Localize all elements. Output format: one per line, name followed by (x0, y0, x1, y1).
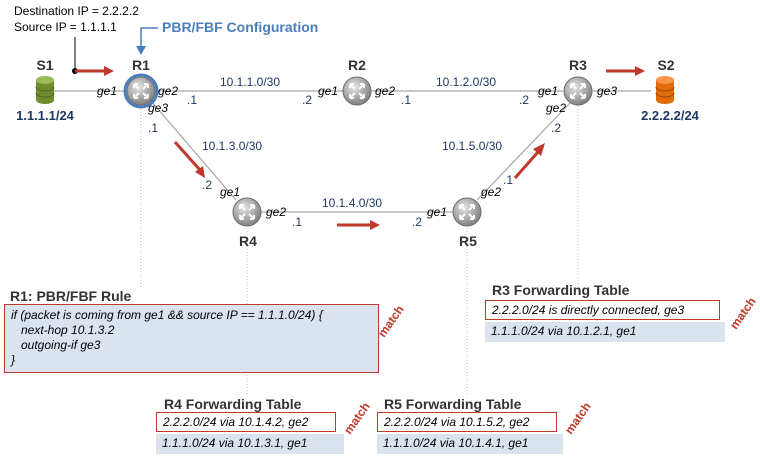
router-icon (563, 76, 593, 106)
rule-match-label: match (375, 303, 407, 340)
destination-ip-label: Destination IP = 2.2.2.2 (14, 4, 139, 18)
r4-table-title: R4 Forwarding Table (164, 396, 302, 412)
dotted-guides (140, 106, 579, 395)
links (54, 90, 651, 213)
host-s1-name: S1 (36, 57, 53, 73)
source-ip-label: Source IP = 1.1.1.1 (14, 20, 117, 34)
addr-r4-ge1: .2 (202, 178, 212, 192)
pbr-highlight-ring (123, 73, 159, 109)
table-row: 1.1.1.0/24 via 10.1.3.1, ge1 (156, 434, 344, 454)
router-icon (232, 197, 262, 227)
traffic-arrow-r5-r3 (513, 143, 545, 179)
table-row: 2.2.2.0/24 via 10.1.4.2, ge2 (156, 412, 336, 432)
table-row: 1.1.1.0/24 via 10.1.4.1, ge1 (377, 434, 563, 454)
subnet-r1-r4: 10.1.3.0/30 (202, 139, 262, 153)
info-pointer (72, 37, 78, 74)
host-s1: S1 1.1.1.1/24 (16, 57, 75, 123)
rule-line: if (packet is coming from ge1 && source … (11, 308, 323, 322)
addr-r3-ge1: .2 (519, 93, 529, 107)
traffic-arrows (75, 66, 645, 230)
subnet-r4-r5: 10.1.4.0/30 (322, 196, 382, 210)
r4-match-label: match (341, 400, 373, 437)
iface-r4-ge1: ge1 (220, 185, 240, 199)
iface-r2-ge2: ge2 (375, 84, 395, 98)
router-r4: R4 (232, 197, 262, 249)
r5-match-label: match (562, 400, 594, 437)
host-s2-name: S2 (657, 57, 674, 73)
table-row: 1.1.1.0/24 via 10.1.2.1, ge1 (485, 322, 725, 342)
rule-line: next-hop 10.1.3.2 (11, 323, 115, 337)
router-r1-name: R1 (132, 57, 150, 73)
traffic-arrow-s1-r1 (75, 66, 114, 76)
router-icon (342, 76, 372, 106)
router-r3: R3 (563, 57, 593, 106)
table-row: 2.2.2.0/24 is directly connected, ge3 (485, 300, 720, 320)
traffic-arrow-r4-r5 (337, 220, 380, 230)
iface-r1-ge3: ge3 (148, 101, 168, 115)
pbr-config-label: PBR/FBF Configuration (162, 19, 318, 35)
pbr-rule-title: R1: PBR/FBF Rule (10, 288, 132, 304)
iface-r3-ge3: ge3 (597, 84, 617, 98)
iface-r4-ge2: ge2 (266, 205, 286, 219)
addr-r1-ge2: .1 (187, 93, 197, 107)
addr-r2-ge2: .1 (401, 93, 411, 107)
router-r2: R2 (342, 57, 372, 106)
addr-r3-ge2: .2 (551, 121, 561, 135)
iface-r5-ge1: ge1 (427, 205, 447, 219)
rule-line: outgoing-if ge3 (11, 338, 101, 352)
iface-r2-ge1: ge1 (318, 84, 338, 98)
router-icon (452, 197, 482, 227)
r3-table-title: R3 Forwarding Table (492, 282, 630, 298)
addr-r2-ge1: .2 (302, 93, 312, 107)
r5-table-title: R5 Forwarding Table (384, 396, 522, 412)
traffic-arrow-r1-r4 (173, 141, 205, 178)
addr-r5-ge2: .1 (503, 173, 513, 187)
link-r1-r4 (150, 100, 237, 201)
iface-r3-ge2: ge2 (546, 101, 566, 115)
router-r5-name: R5 (459, 233, 477, 249)
r3-match-label: match (727, 295, 759, 332)
host-s2-ip: 2.2.2.2/24 (641, 108, 700, 123)
pbr-pointer-arrow (136, 27, 158, 55)
database-icon (655, 76, 675, 104)
addr-r5-ge1: .2 (412, 215, 422, 229)
table-row: 2.2.2.0/24 via 10.1.5.2, ge2 (377, 412, 557, 432)
addr-r1-ge3: .1 (148, 121, 158, 135)
database-icon (35, 76, 55, 104)
subnet-r1-r2: 10.1.1.0/30 (220, 75, 280, 89)
link-r5-r3 (476, 102, 571, 201)
pbr-rule-box: if (packet is coming from ge1 && source … (4, 304, 379, 373)
iface-r5-ge2: ge2 (481, 185, 501, 199)
addr-r4-ge2: .1 (292, 215, 302, 229)
router-r3-name: R3 (569, 57, 587, 73)
router-r1: R1 (123, 57, 159, 109)
iface-r3-ge1: ge1 (538, 84, 558, 98)
traffic-arrow-r3-s2 (606, 66, 645, 76)
iface-r1-ge2: ge2 (158, 84, 178, 98)
host-s2: S2 2.2.2.2/24 (641, 57, 700, 123)
router-r4-name: R4 (239, 233, 257, 249)
router-r2-name: R2 (348, 57, 366, 73)
subnet-r5-r3: 10.1.5.0/30 (442, 139, 502, 153)
subnet-r2-r3: 10.1.2.0/30 (436, 75, 496, 89)
router-r5: R5 (452, 197, 482, 249)
rule-line: } (11, 353, 16, 367)
host-s1-ip: 1.1.1.1/24 (16, 108, 75, 123)
iface-r1-ge1: ge1 (97, 84, 117, 98)
